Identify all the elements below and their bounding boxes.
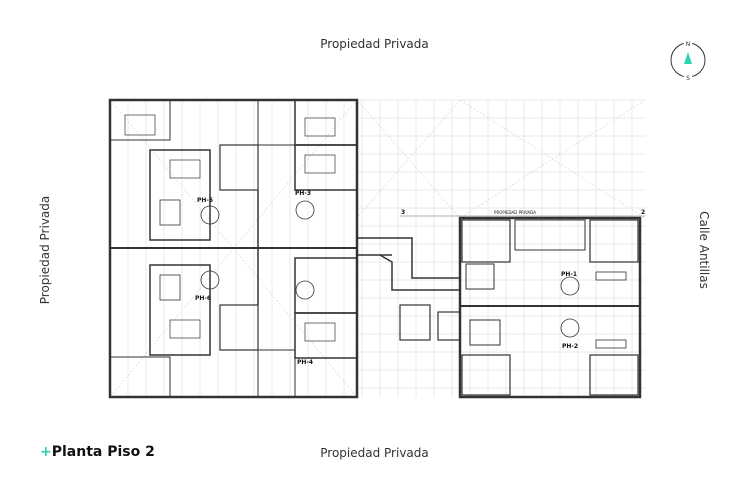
unit-ph1-label: PH-1 xyxy=(561,271,577,278)
north-arrow-icon xyxy=(684,52,692,64)
unit-ph3-label: PH-3 xyxy=(295,190,311,197)
left-building xyxy=(108,98,359,399)
plan-title: +Planta Piso 2 xyxy=(40,444,155,460)
unit-ph5-label: PH-5 xyxy=(197,197,213,204)
top-boundary-label: Propiedad Privada xyxy=(320,37,429,51)
bottom-boundary-label: Propiedad Privada xyxy=(320,446,429,460)
plus-icon: + xyxy=(40,444,52,460)
axis-mark-3: 3 xyxy=(401,209,405,216)
compass-south: S xyxy=(686,75,690,82)
unit-ph2-label: PH-2 xyxy=(562,343,578,350)
axis-mark-2: 2 xyxy=(641,209,645,216)
unit-ph6-label: PH-6 xyxy=(195,295,211,302)
inner-boundary-label: PROPIEDAD PRIVADA xyxy=(494,210,536,215)
unit-ph4-label: PH-4 xyxy=(297,359,313,366)
plan-title-text: Planta Piso 2 xyxy=(51,444,155,460)
compass-north: N xyxy=(686,41,691,48)
right-building xyxy=(458,216,642,399)
central-corridor xyxy=(357,237,461,341)
north-compass-icon: N S xyxy=(670,39,706,82)
